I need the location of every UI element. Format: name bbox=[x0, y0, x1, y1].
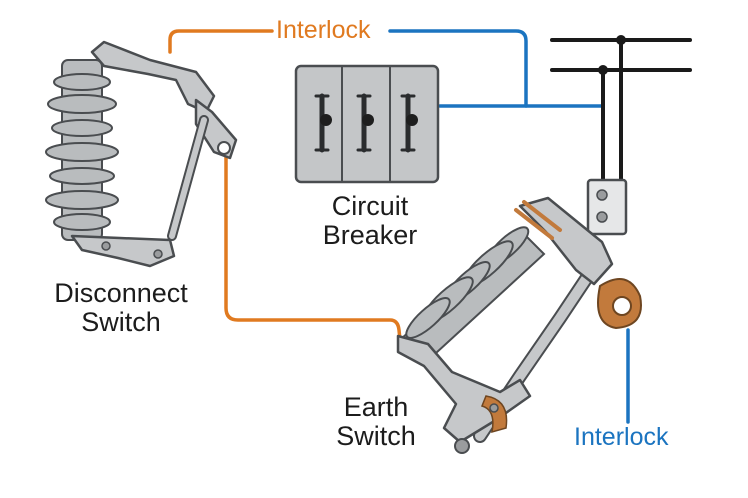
orange-interlock-wire bbox=[168, 29, 402, 342]
circuit-breaker-label: Circuit Breaker bbox=[306, 191, 434, 251]
circuit-breaker-icon bbox=[294, 64, 440, 184]
earth-switch-label-line1: Earth bbox=[343, 392, 409, 422]
disconnect-switch-label-line1: Disconnect bbox=[54, 278, 188, 308]
earth-switch-label-line2: Switch bbox=[336, 421, 416, 452]
disconnect-switch-label-line2: Switch bbox=[81, 307, 161, 338]
disconnect-switch-label: Disconnect Switch bbox=[36, 278, 206, 338]
blue-interlock-wire bbox=[388, 29, 630, 424]
busbar-lines bbox=[550, 38, 692, 184]
interlock-top-label: Interlock bbox=[276, 16, 371, 44]
terminal-block-icon bbox=[586, 178, 628, 236]
earth-switch-icon bbox=[396, 196, 642, 454]
circuit-breaker-label-line1: Circuit bbox=[331, 191, 409, 221]
circuit-breaker-label-line2: Breaker bbox=[322, 220, 418, 251]
disconnect-switch-icon bbox=[45, 40, 238, 268]
interlock-right-label: Interlock bbox=[574, 423, 669, 451]
earth-switch-label: Earth Switch bbox=[322, 392, 430, 452]
